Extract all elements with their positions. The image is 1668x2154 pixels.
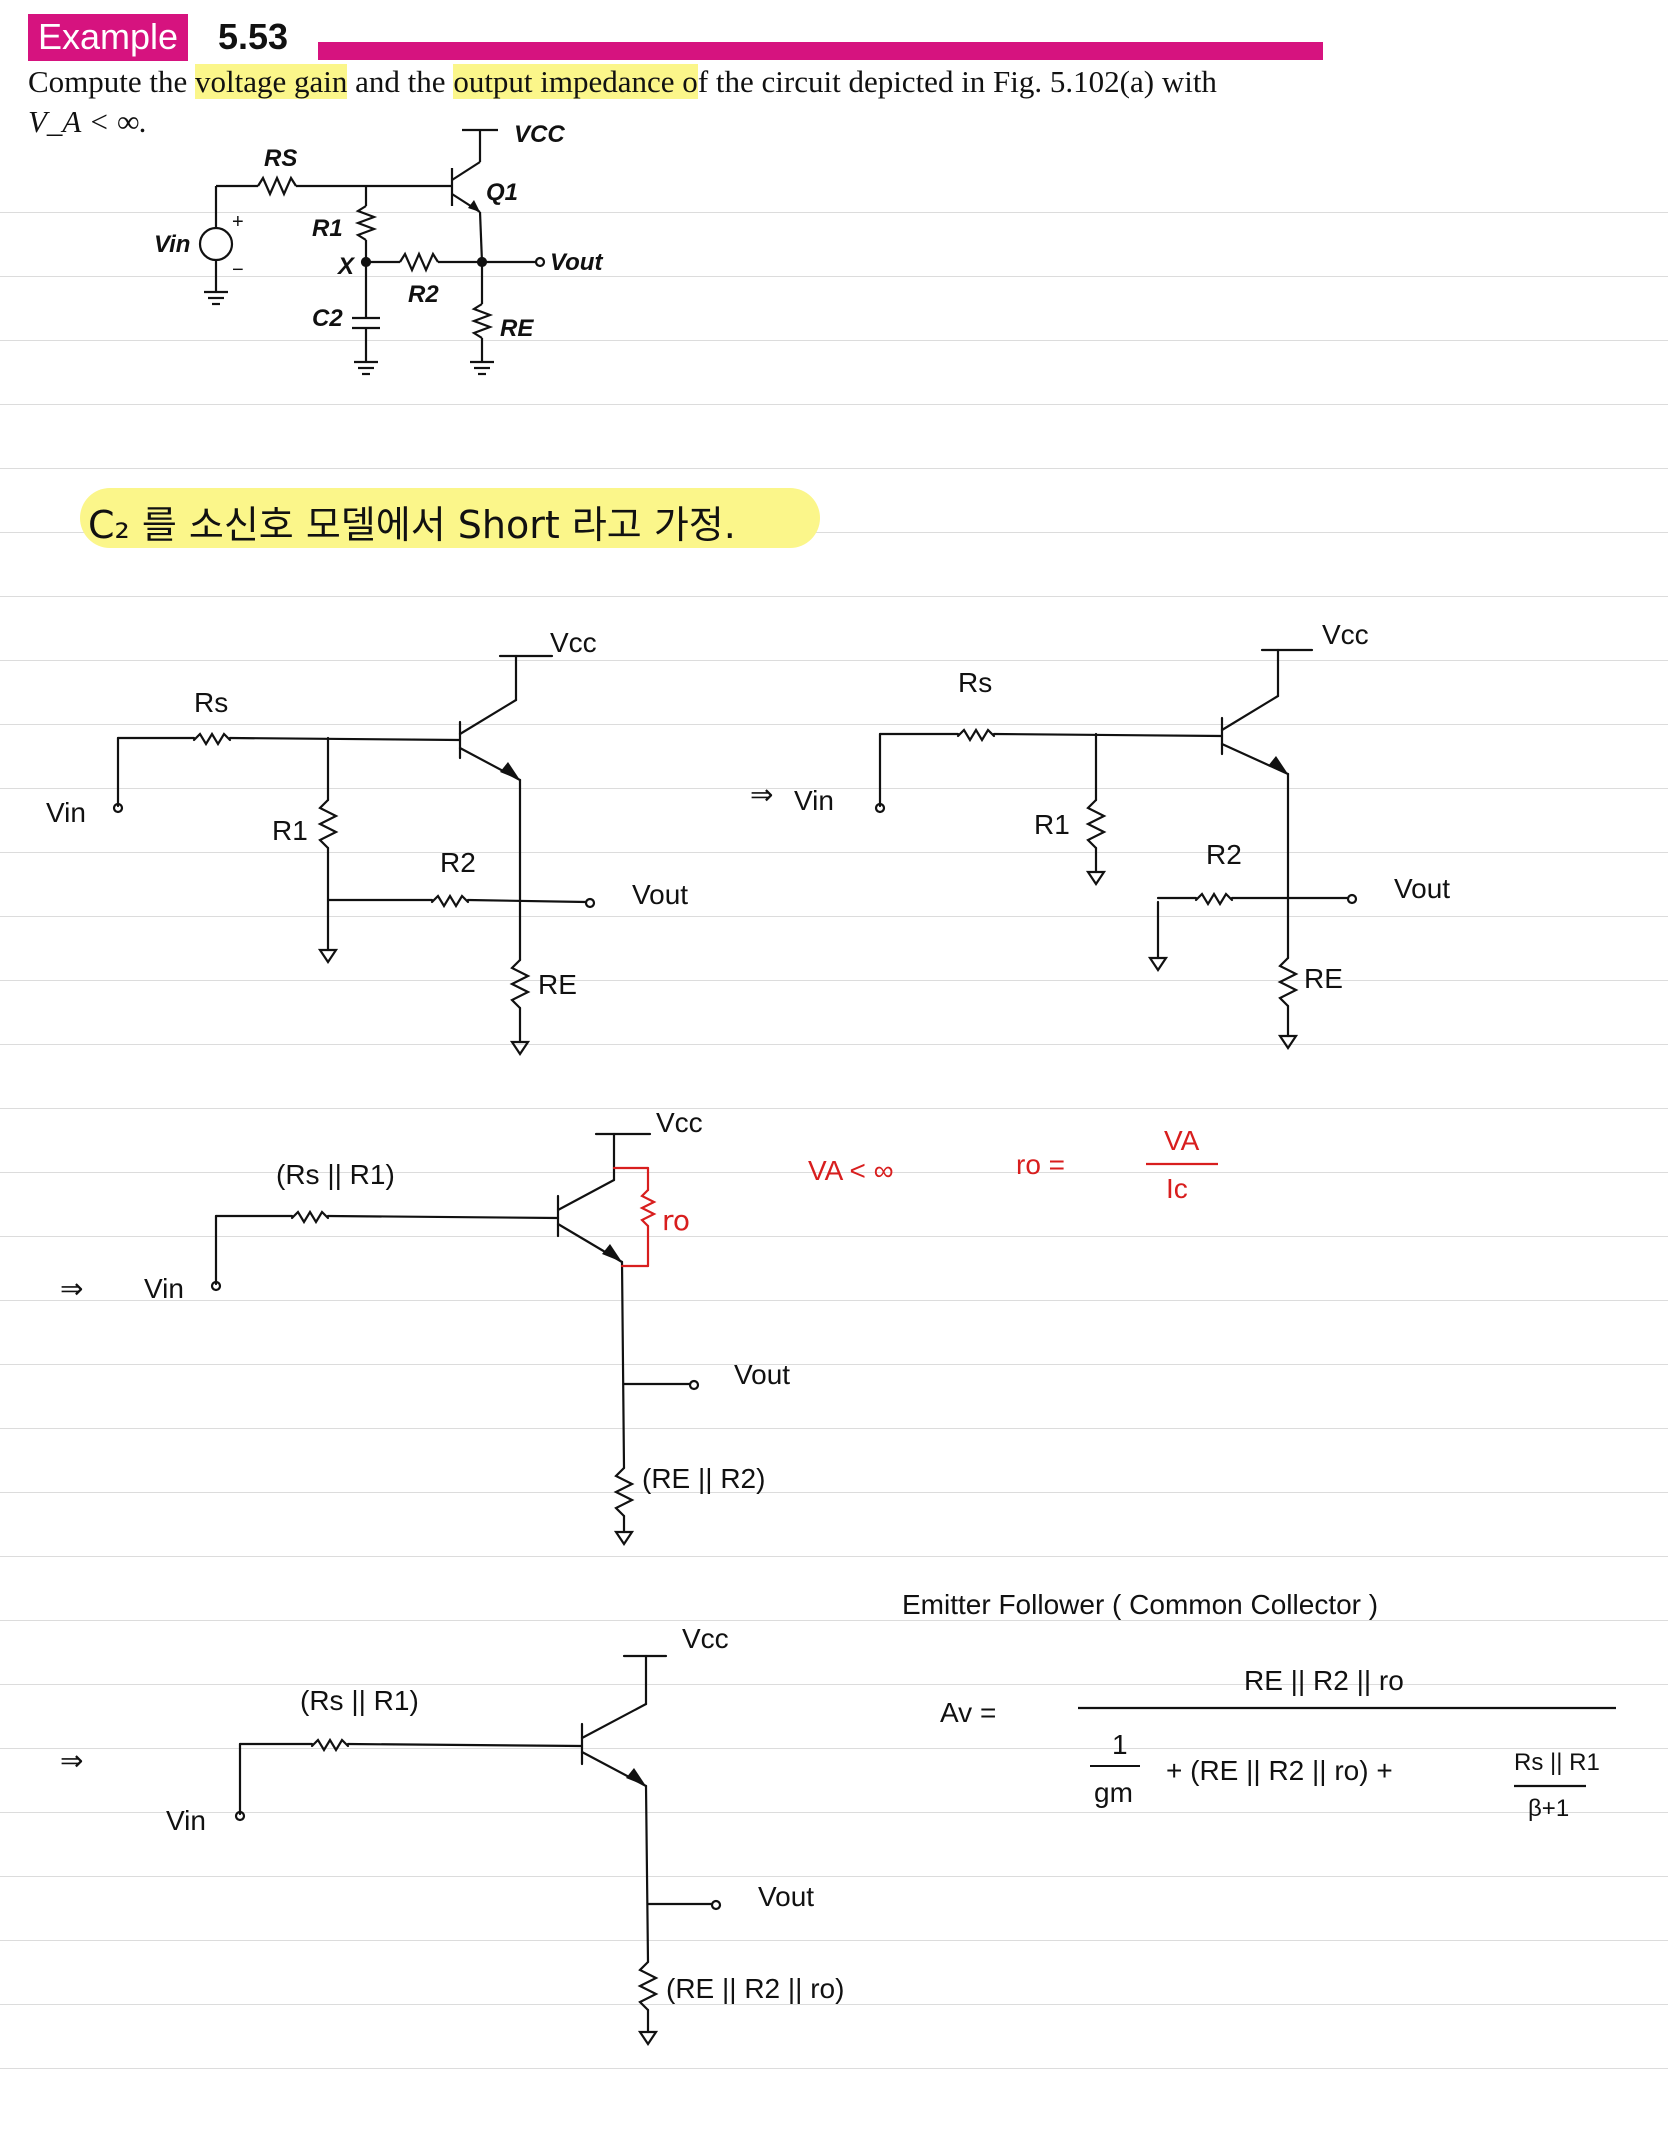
- s1-vcc: Vcc: [550, 627, 597, 658]
- result-den-frac-num: Rs || R1: [1514, 1749, 1600, 1776]
- s4-vin: Vin: [166, 1805, 206, 1836]
- highlight-voltage-gain: voltage gain: [195, 64, 348, 99]
- example-header: Example 5.53: [28, 14, 1323, 64]
- result-numerator: RE || R2 || ro: [1244, 1665, 1404, 1696]
- s3-ro: ro: [662, 1204, 690, 1237]
- highlight-output-impedance: output impedance o: [453, 64, 698, 99]
- result-den-mid: + (RE || R2 || ro) +: [1166, 1755, 1393, 1786]
- result-den-gm: gm: [1094, 1777, 1133, 1808]
- s2-r2: R2: [1206, 839, 1242, 870]
- problem-condition: V_A < ∞.: [28, 104, 148, 139]
- s2-rs: Rs: [958, 667, 992, 698]
- s4-vcc: Vcc: [682, 1623, 729, 1654]
- s4-load: (RE || R2 || ro): [666, 1973, 844, 2004]
- s3-re-r2: (RE || R2): [642, 1463, 765, 1494]
- s2-r1: R1: [1034, 809, 1070, 840]
- s2-vcc: Vcc: [1322, 619, 1369, 650]
- problem-text: f the circuit depicted in Fig. 5.102(a) …: [697, 64, 1217, 99]
- fig-rs-label: RS: [264, 145, 297, 172]
- ro-denominator: Ic: [1166, 1173, 1188, 1204]
- s1-rs: Rs: [194, 687, 228, 718]
- ro-definition: ro =: [1016, 1149, 1065, 1180]
- s4-rs-r1: (Rs || R1): [300, 1685, 419, 1716]
- s3-vin: Vin: [144, 1273, 184, 1304]
- s4-vout: Vout: [758, 1881, 814, 1912]
- fig-q1-label: Q1: [486, 179, 518, 206]
- s1-vout: Vout: [632, 879, 688, 910]
- s3-vcc: Vcc: [656, 1107, 703, 1138]
- fig-r1-label: R1: [312, 215, 343, 242]
- s4-arrow: ⇒: [60, 1745, 83, 1776]
- result-title: Emitter Follower ( Common Collector ): [902, 1589, 1378, 1620]
- fig-r2-label: R2: [408, 281, 439, 308]
- problem-text: and the: [347, 64, 454, 99]
- problem-statement: Compute the voltage gain and the output …: [28, 62, 1348, 142]
- fig-c2-label: C2: [312, 305, 343, 332]
- s2-re: RE: [1304, 963, 1343, 994]
- fig-vout-label: Vout: [550, 249, 603, 276]
- s2-arrow: ⇒: [750, 779, 773, 810]
- s1-vin: Vin: [46, 797, 86, 828]
- result-den-frac-den: β+1: [1528, 1795, 1569, 1822]
- fig-x-label: X: [336, 253, 356, 280]
- s2-vout: Vout: [1394, 873, 1450, 904]
- fig-plus-sign: +: [232, 211, 244, 233]
- s1-re: RE: [538, 969, 577, 1000]
- ro-numerator: VA: [1164, 1125, 1200, 1156]
- s2-vin: Vin: [794, 785, 834, 816]
- problem-text: Compute the: [28, 64, 196, 99]
- fig-vcc-label: VCC: [514, 121, 565, 148]
- assumption-note: C₂ 를 소신호 모델에서 Short 라고 가정.: [80, 488, 820, 548]
- s3-vout: Vout: [734, 1359, 790, 1390]
- example-number: 5.53: [218, 16, 289, 57]
- header-accent-bar: [318, 42, 1323, 60]
- result-av: Av =: [940, 1697, 996, 1728]
- s3-rs-r1: (Rs || R1): [276, 1159, 395, 1190]
- fig-minus-sign: −: [232, 259, 244, 281]
- fig-vin-label: Vin: [154, 231, 190, 258]
- assumption-note-text: C₂ 를 소신호 모델에서 Short 라고 가정.: [88, 503, 736, 547]
- s3-arrow: ⇒: [60, 1273, 83, 1304]
- result-den-one: 1: [1112, 1729, 1128, 1760]
- va-condition: VA < ∞: [808, 1155, 894, 1186]
- s1-r1: R1: [272, 815, 308, 846]
- s1-r2: R2: [440, 847, 476, 878]
- fig-re-label: RE: [500, 315, 534, 342]
- example-label: Example: [28, 14, 189, 61]
